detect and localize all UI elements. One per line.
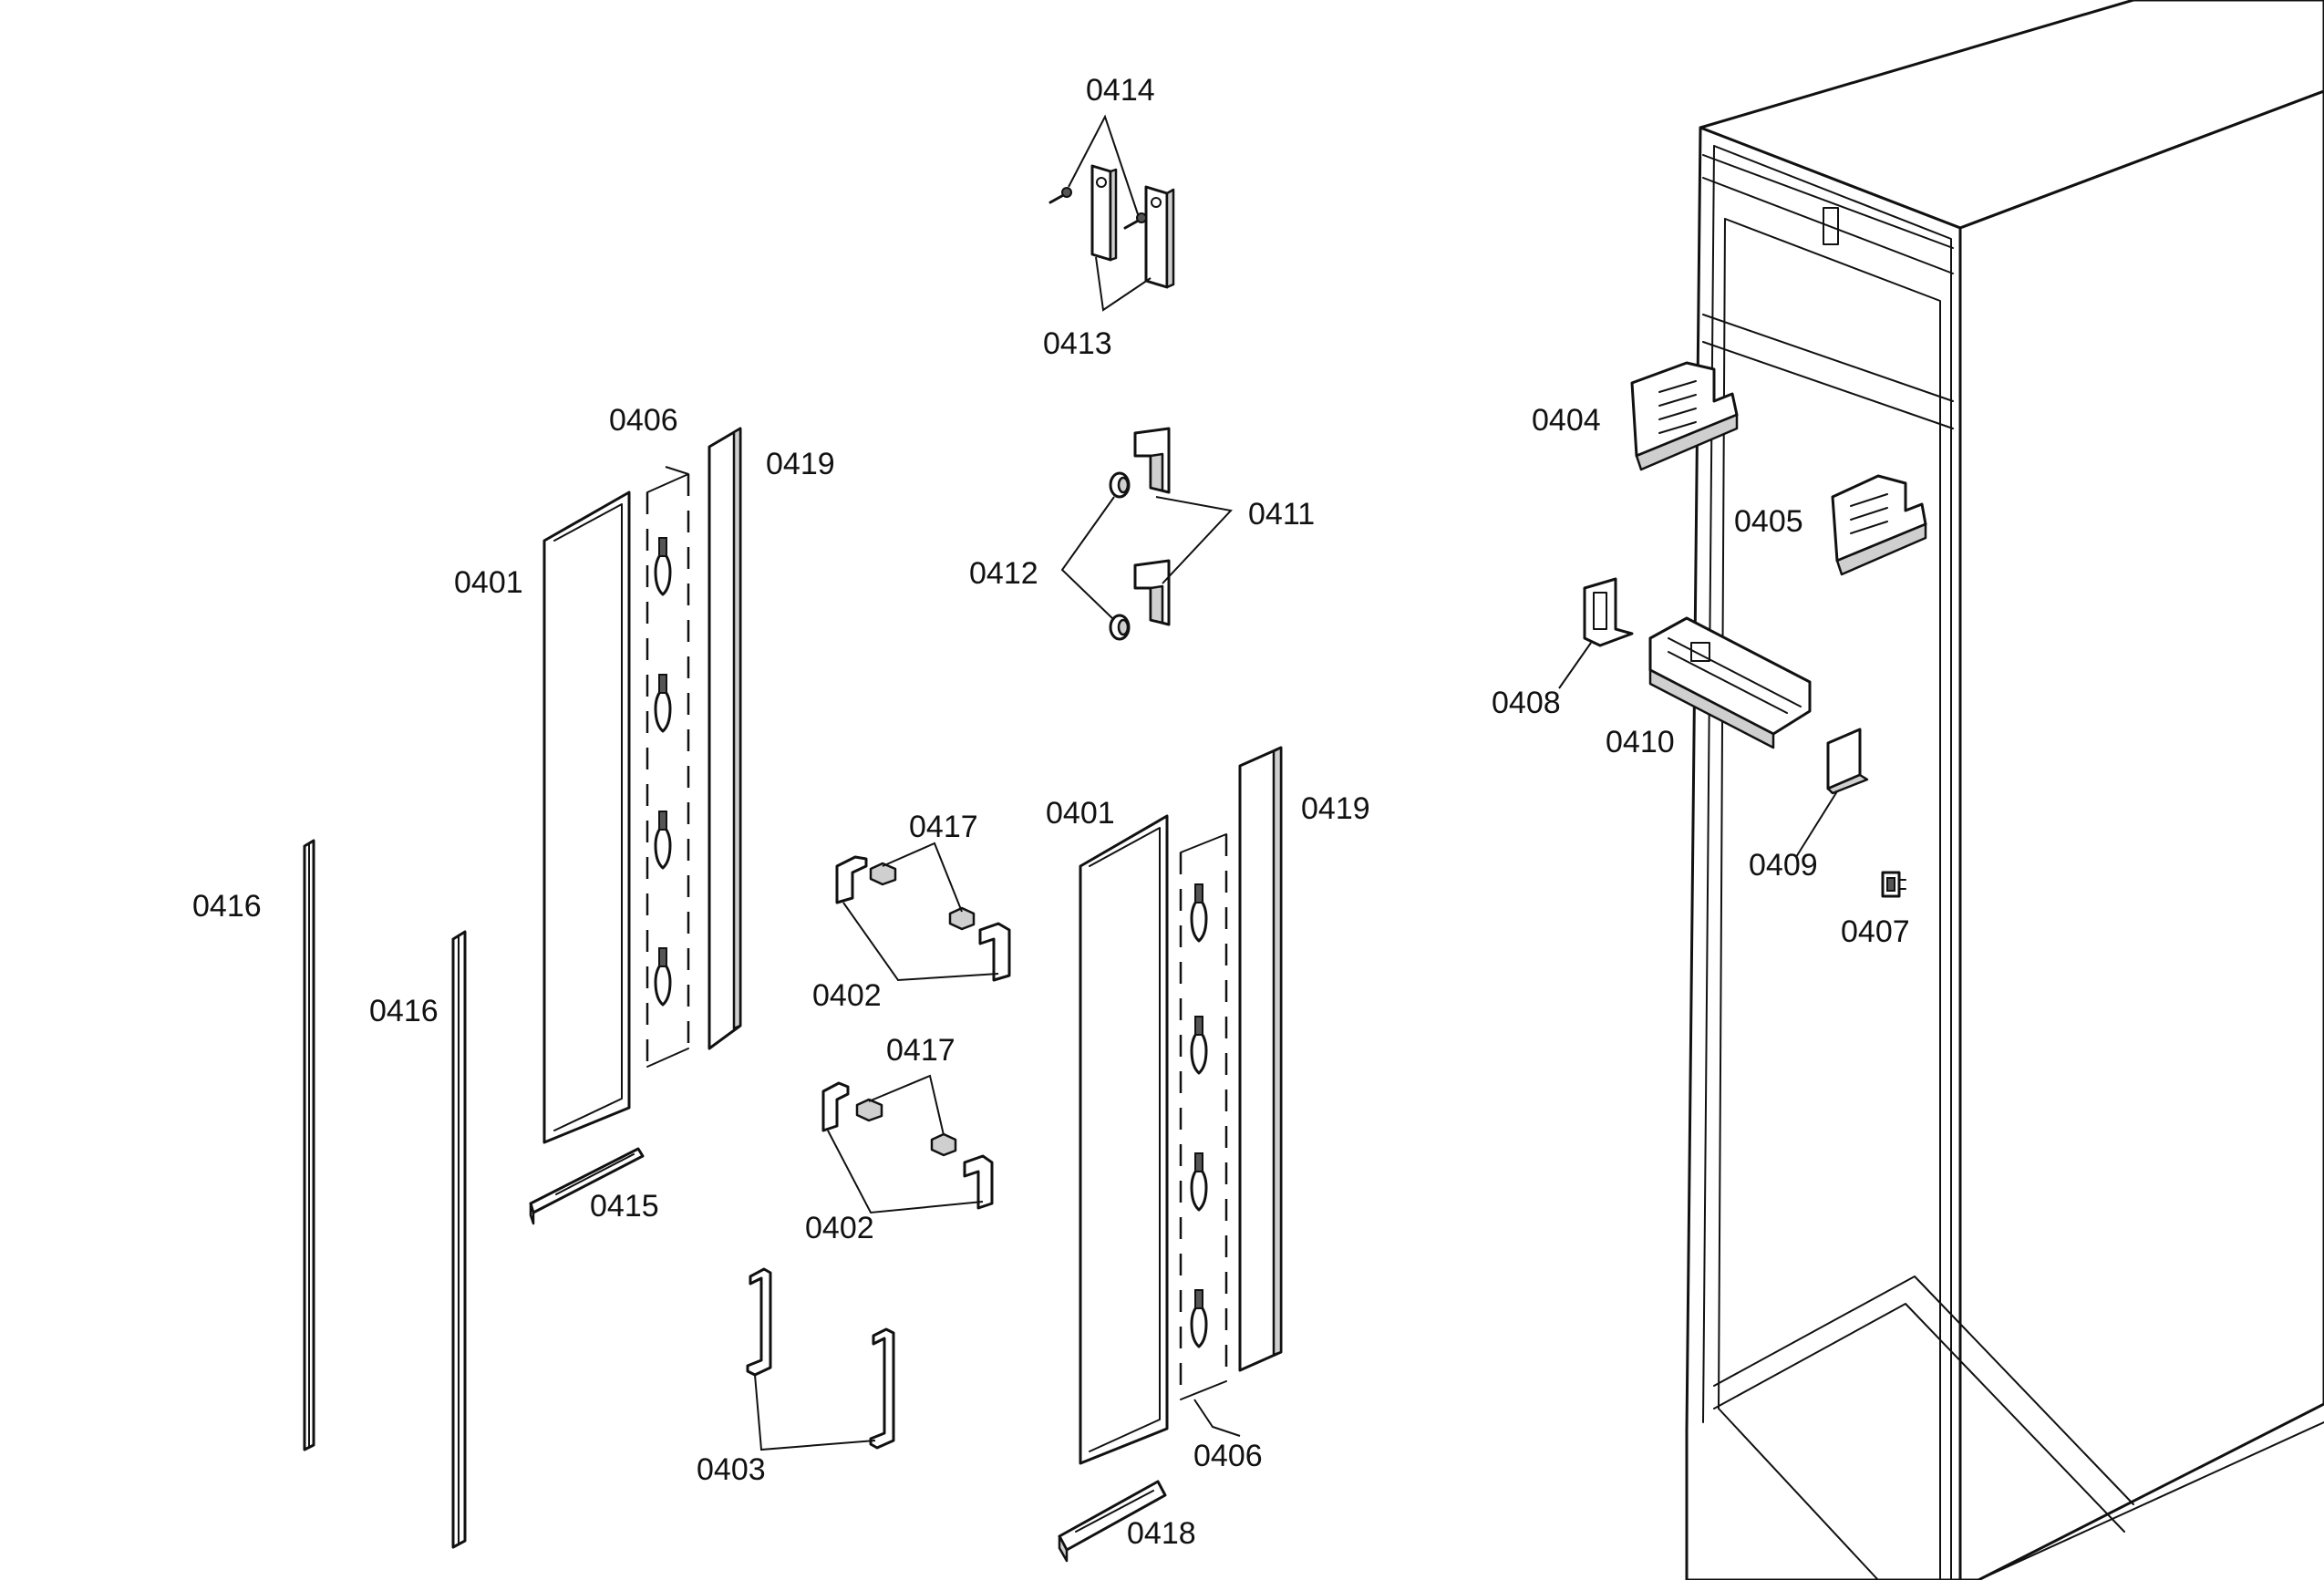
part-label-0405: 0405 xyxy=(1734,504,1803,539)
part-label-0407: 0407 xyxy=(1841,914,1910,949)
hinge-strip-0406-left xyxy=(646,473,690,1068)
part-label-0402: 0402 xyxy=(805,1211,874,1245)
part-label-0416: 0416 xyxy=(369,994,439,1028)
trim-rail-0416-left xyxy=(303,839,315,1451)
part-label-0401: 0401 xyxy=(454,565,523,600)
part-label-0417: 0417 xyxy=(886,1033,955,1068)
part-label-0406: 0406 xyxy=(1193,1439,1263,1473)
cover-0404 xyxy=(1630,361,1739,471)
part-label-0417: 0417 xyxy=(909,810,978,844)
side-panel-0419-right xyxy=(1238,746,1283,1372)
part-label-0413: 0413 xyxy=(1043,326,1112,361)
mounting-brackets-0403 xyxy=(746,1267,895,1450)
bottom-bracket-0418 xyxy=(1058,1480,1167,1563)
cover-0408 xyxy=(1583,577,1634,647)
hinge-strip-0406-right xyxy=(1179,833,1228,1400)
part-label-0409: 0409 xyxy=(1749,848,1818,883)
cover-0409 xyxy=(1826,728,1869,795)
part-label-0403: 0403 xyxy=(697,1452,766,1487)
part-label-0415: 0415 xyxy=(590,1189,659,1224)
bracket-set-0402-upper xyxy=(835,855,1011,982)
part-label-0412: 0412 xyxy=(969,556,1038,591)
switch-0407 xyxy=(1881,871,1906,898)
part-label-0401: 0401 xyxy=(1046,796,1115,831)
part-label-0410: 0410 xyxy=(1606,725,1675,759)
screws-0414 xyxy=(1048,187,1147,230)
part-label-0418: 0418 xyxy=(1127,1516,1196,1551)
fan-housing-0410 xyxy=(1648,616,1812,749)
part-label-0419: 0419 xyxy=(1301,791,1370,826)
part-label-0408: 0408 xyxy=(1492,686,1561,720)
part-label-0404: 0404 xyxy=(1532,403,1601,438)
cam-fittings-left xyxy=(654,537,672,1007)
part-label-0406: 0406 xyxy=(609,403,678,438)
part-label-0411: 0411 xyxy=(1248,497,1315,532)
part-label-0419: 0419 xyxy=(766,447,835,481)
cover-0405 xyxy=(1831,474,1927,576)
hinge-brackets-0413 xyxy=(1090,164,1175,289)
part-label-0416: 0416 xyxy=(192,889,262,924)
door-panel-0401-left xyxy=(542,491,631,1144)
side-panel-0419-left xyxy=(708,427,742,1050)
door-panel-0401-right xyxy=(1079,814,1169,1465)
bushings-0412 xyxy=(1109,471,1131,641)
part-label-0402: 0402 xyxy=(812,978,882,1013)
part-label-0414: 0414 xyxy=(1086,73,1155,108)
part-labels: 0414 0413 0406 0419 0401 0411 0412 0404 … xyxy=(192,73,1910,1551)
cam-fittings-right xyxy=(1190,883,1208,1348)
trim-rail-0416-right xyxy=(451,930,467,1549)
bottom-bracket-0415 xyxy=(529,1147,645,1225)
refrigerator-cabinet xyxy=(1685,0,2324,1580)
hinge-plates-0411 xyxy=(1133,427,1171,626)
bracket-set-0402-lower xyxy=(821,1081,994,1210)
